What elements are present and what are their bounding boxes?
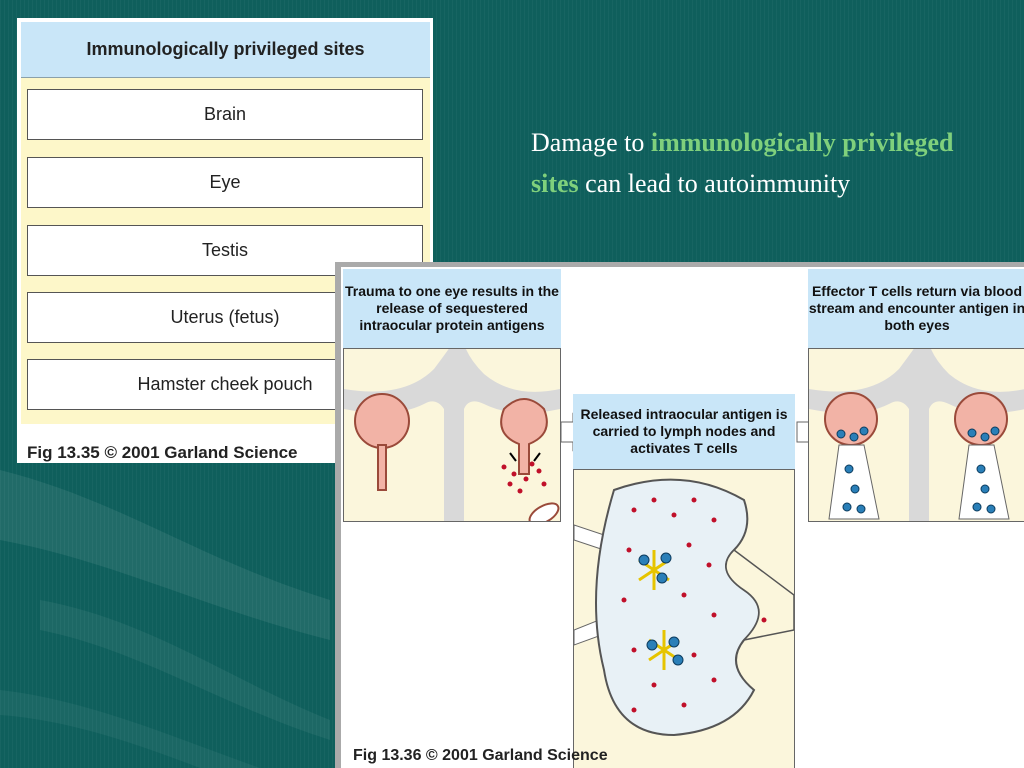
eyes-trauma-illustration (344, 349, 560, 521)
figure-13-35-caption: Fig 13.35 © 2001 Garland Science (27, 443, 298, 462)
site-testis: Testis (27, 225, 423, 276)
site-eye: Eye (27, 157, 423, 208)
panel-lymph-node: Released intraocular antigen is carried … (573, 394, 795, 768)
eyes-t-cells-illustration (809, 349, 1024, 521)
site-brain: Brain (27, 89, 423, 140)
statement-part2: can lead to autoimmunity (578, 169, 851, 198)
step2-label: Released intraocular antigen is carried … (573, 394, 795, 470)
statement-text: Damage to immunologically privileged sit… (531, 122, 961, 204)
lymph-node-illustration (574, 470, 794, 768)
step1-label: Trauma to one eye results in the release… (343, 269, 561, 349)
panel-effector-t-cells: Effector T cells return via blood stream… (808, 269, 1024, 522)
step3-label: Effector T cells return via blood stream… (808, 269, 1024, 349)
statement-highlight: immunologically privileged sites (531, 128, 954, 198)
panel-trauma: Trauma to one eye results in the release… (343, 269, 561, 522)
figure-13-36: Trauma to one eye results in the release… (335, 262, 1024, 768)
statement-part1: Damage to (531, 128, 651, 157)
table-header: Immunologically privileged sites (21, 22, 430, 78)
figure-13-36-caption: Fig 13.36 © 2001 Garland Science (353, 747, 608, 764)
